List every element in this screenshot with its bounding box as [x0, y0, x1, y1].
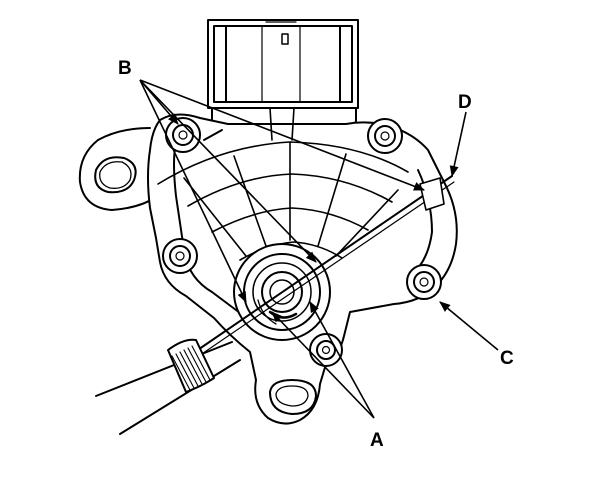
bottom-mounting-tab [269, 379, 317, 415]
callout-d: D [458, 92, 472, 113]
callout-a: A [370, 430, 384, 451]
leader-a-1 [271, 311, 375, 419]
leader-b-4 [139, 79, 426, 191]
connector-body [207, 19, 359, 131]
leader-a-2 [309, 301, 375, 419]
bolt-boss-top-right [367, 118, 403, 154]
leader-c [439, 301, 499, 351]
alignment-pin [185, 175, 455, 363]
bolt-boss-right [406, 264, 442, 300]
bolt-boss-bottom [309, 333, 343, 367]
sector-ribs [157, 107, 409, 261]
leader-b-3 [139, 79, 317, 263]
bolt-boss-left [162, 238, 198, 274]
left-mounting-ear [78, 127, 159, 211]
leader-d [449, 111, 467, 178]
screwdriver-tool [95, 338, 241, 435]
leader-b-2 [139, 79, 247, 304]
callout-c: C [500, 348, 514, 369]
callout-b: B [118, 58, 132, 79]
